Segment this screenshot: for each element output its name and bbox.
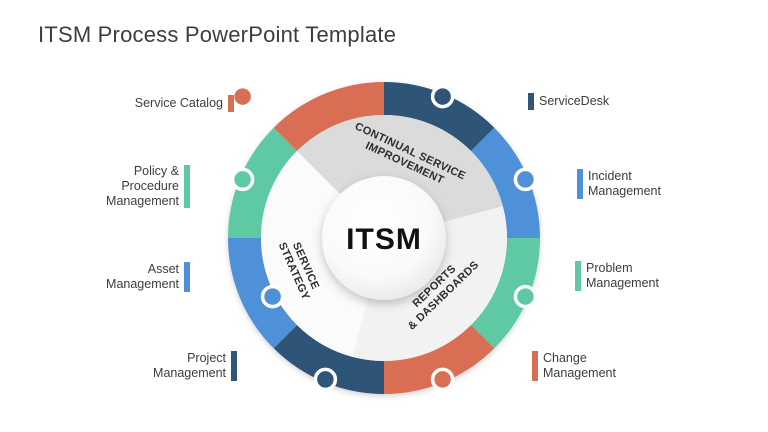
label-service-catalog: Service Catalog	[135, 95, 234, 112]
ring-segment-incident	[471, 127, 540, 238]
label-text: Project Management	[153, 351, 226, 380]
color-bar	[184, 165, 190, 208]
segment-node-circles	[230, 84, 538, 392]
label-servicedesk: ServiceDesk	[528, 93, 609, 110]
ring-segment-servicedesk	[384, 82, 495, 151]
color-bar	[184, 262, 190, 292]
node-circle-incident	[513, 167, 538, 192]
color-bar	[528, 93, 534, 110]
color-bar	[228, 95, 234, 112]
ring-segment-problem	[471, 238, 540, 349]
color-bar	[231, 351, 237, 381]
label-asset-management: Asset Management	[106, 262, 190, 292]
node-circle-project	[313, 367, 338, 392]
ring-segment-project	[273, 325, 384, 394]
label-text: Policy & Procedure Management	[106, 164, 179, 208]
node-circle-problem	[513, 284, 538, 309]
label-text: Asset Management	[106, 262, 179, 291]
label-policy-procedure-management: Policy & Procedure Management	[106, 164, 190, 209]
node-circle-asset	[260, 284, 285, 309]
wedge-service-strategy	[260, 151, 384, 357]
ring-segment-catalog	[273, 82, 384, 151]
label-incident-management: Incident Management	[577, 169, 661, 199]
color-bar	[532, 351, 538, 381]
color-bar	[575, 261, 581, 291]
wedge-continual-service-improvement	[297, 114, 503, 238]
ring-segment-policy	[228, 127, 297, 238]
label-text: Incident Management	[588, 169, 661, 198]
label-text: ServiceDesk	[539, 94, 610, 108]
label-text: Problem Management	[586, 261, 659, 290]
color-bar	[577, 169, 583, 199]
label-project-management: Project Management	[153, 351, 237, 381]
node-circle-catalog	[230, 84, 255, 109]
node-circle-servicedesk	[430, 84, 455, 109]
ring-segment-change	[384, 325, 495, 394]
label-text: Service Catalog	[134, 96, 223, 110]
center-circle	[322, 176, 446, 300]
page-title: ITSM Process PowerPoint Template	[38, 22, 397, 47]
label-text: Change Management	[543, 351, 616, 380]
center-itsm-label: ITSM	[346, 223, 422, 256]
itsm-donut-diagram: CONTINUAL SERVICE IMPROVEMENT REPORTS & …	[228, 82, 540, 394]
label-change-management: Change Management	[532, 351, 616, 381]
node-circle-change	[430, 367, 455, 392]
label-problem-management: Problem Management	[575, 261, 659, 291]
node-circle-policy	[230, 167, 255, 192]
